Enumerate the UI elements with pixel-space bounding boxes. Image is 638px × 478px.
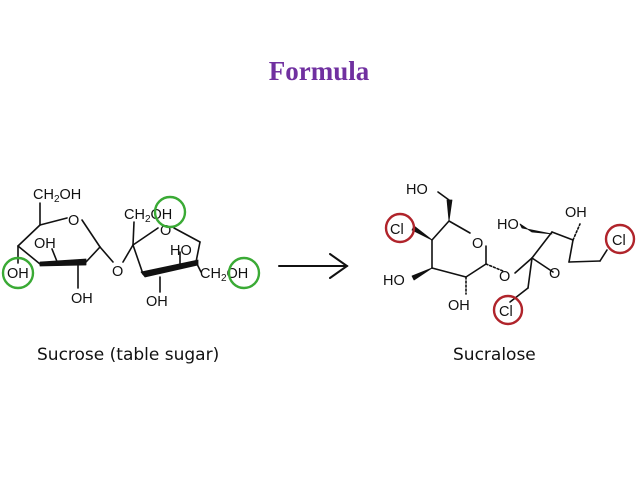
sucralose-left-ring (411, 191, 504, 295)
sucralose-ho-left: HO (383, 273, 405, 289)
sucralose-caption: Sucralose (453, 345, 536, 365)
sucrose-fructose-front-bond (140, 259, 199, 278)
sucralose-cl-left: Cl (390, 222, 404, 238)
sucralose-ho-fructose: HO (497, 217, 519, 233)
red-highlight-circle-bottom (492, 294, 524, 326)
sucralose-structure: HO Cl O HO OH O HO OH O Cl Cl Sucralose (383, 182, 636, 365)
sucrose-oh-bottom-fructose: OH (146, 294, 168, 310)
sucralose-ring-o-left: O (472, 236, 483, 252)
sucralose-bridge-o: O (499, 269, 510, 285)
sucralose-ring-o-right: O (549, 266, 560, 282)
sucralose-ho-fructose-wedge (519, 223, 553, 235)
sucralose-ho-top-wedge (446, 199, 453, 222)
red-highlight-circle-right (604, 223, 636, 255)
sucrose-glucose-ring (17, 202, 114, 289)
sucralose-oh-fructose: OH (565, 205, 587, 221)
sucralose-ho-top: HO (406, 182, 428, 198)
sucrose-oh-inner: OH (34, 236, 56, 252)
sucralose-cl-bottom: Cl (499, 304, 513, 320)
right-arrow-icon (278, 253, 349, 279)
green-highlight-circle-top (153, 195, 187, 229)
sucrose-oh-left: OH (7, 266, 29, 282)
sucrose-ho-fructose: HO (170, 243, 192, 259)
sucralose-ho-left-wedge (411, 267, 433, 281)
sucralose-cl-right: Cl (612, 233, 626, 249)
sucrose-bridge-o: O (112, 264, 123, 280)
sucrose-glucose-front-bond (39, 258, 87, 267)
sucrose-ch2oh-right: CH2OH (200, 266, 248, 284)
sucrose-caption: Sucrose (table sugar) (37, 345, 219, 365)
green-highlight-circle-left (1, 256, 35, 290)
sucralose-right-ring (509, 223, 608, 303)
red-highlight-circle-left (384, 212, 416, 244)
sucrose-ring-o-left: O (68, 213, 79, 229)
green-highlight-circle-right (227, 256, 261, 290)
sucrose-fructose-ring (122, 221, 202, 293)
slide-title: Formula (268, 56, 370, 86)
sucralose-oh-bottom: OH (448, 298, 470, 314)
sucrose-ch2oh-top: CH2OH (33, 187, 81, 205)
sucrose-ring-o-right: O (160, 223, 171, 239)
sucrose-structure: CH2OH O OH OH OH O CH2OH O HO OH CH2OH S… (1, 187, 261, 365)
sucrose-oh-bottom-left: OH (71, 291, 93, 307)
